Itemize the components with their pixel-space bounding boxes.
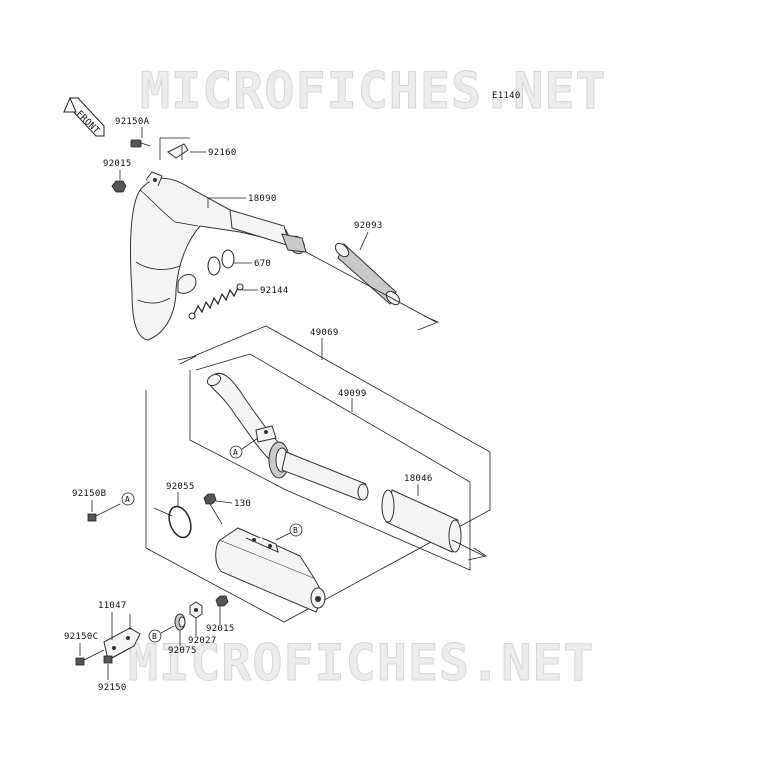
- bolt-92150a-icon: [130, 139, 151, 148]
- sleeve-92093-icon: [334, 242, 401, 306]
- watermark-top: MICROFICHES.NET: [140, 62, 607, 120]
- o-ring-670-icon: [207, 249, 235, 276]
- label-92144: 92144: [260, 286, 289, 296]
- bolt-92150b-icon: [87, 503, 121, 522]
- callout-a-lower: A: [121, 492, 135, 506]
- callout-a-upper: A: [229, 437, 259, 459]
- bolt-92150-icon: [103, 647, 131, 664]
- label-49099: 49099: [338, 389, 367, 399]
- nut-92015-bottom-icon: [215, 595, 229, 607]
- bolt-130-icon: [203, 493, 223, 525]
- label-49069: 49069: [310, 328, 339, 338]
- callout-b-upper: B: [275, 523, 303, 541]
- label-670: 670: [254, 259, 271, 269]
- label-130: 130: [234, 499, 251, 509]
- label-11047: 11047: [98, 601, 127, 611]
- svg-text:B: B: [152, 632, 157, 641]
- spring-92144-icon: [188, 283, 244, 320]
- svg-text:B: B: [293, 526, 298, 535]
- assembly-49069-outline: [145, 325, 491, 623]
- label-92015-bottom: 92015: [206, 624, 235, 634]
- label-92150b: 92150B: [72, 489, 106, 499]
- svg-text:A: A: [233, 448, 238, 457]
- label-92027: 92027: [188, 636, 217, 646]
- label-92093: 92093: [354, 221, 383, 231]
- label-92055: 92055: [166, 482, 195, 492]
- label-18090: 18090: [248, 194, 277, 204]
- gasket-92055-icon: [168, 505, 192, 539]
- label-92150: 92150: [98, 683, 127, 693]
- label-92150a: 92150A: [115, 117, 150, 127]
- inner-pipe-icon: [206, 372, 369, 501]
- silencer-body-icon: [215, 527, 326, 613]
- collar-92027-icon: [189, 601, 203, 619]
- bracket-92160-icon: [167, 143, 189, 160]
- packing-18046-icon: [381, 489, 462, 553]
- front-arrow-icon: FRONT: [63, 96, 105, 137]
- label-92160: 92160: [208, 148, 237, 158]
- callout-b-lower: B: [148, 625, 175, 643]
- watermark-bottom: MICROFICHES.NET: [128, 634, 595, 692]
- label-18046: 18046: [404, 474, 433, 484]
- svg-text:A: A: [125, 495, 130, 504]
- assembly-49099-outline: [189, 353, 471, 571]
- label-92150c: 92150C: [64, 632, 98, 642]
- nut-92015-top-icon: [111, 180, 127, 193]
- bolt-92150c-icon: [75, 649, 105, 666]
- grommet-92075-icon: [174, 613, 186, 631]
- expansion-chamber-18090-icon: [129, 171, 307, 341]
- diagram-code: E1140: [492, 91, 521, 101]
- label-92075: 92075: [168, 646, 197, 656]
- label-92015-top: 92015: [103, 159, 132, 169]
